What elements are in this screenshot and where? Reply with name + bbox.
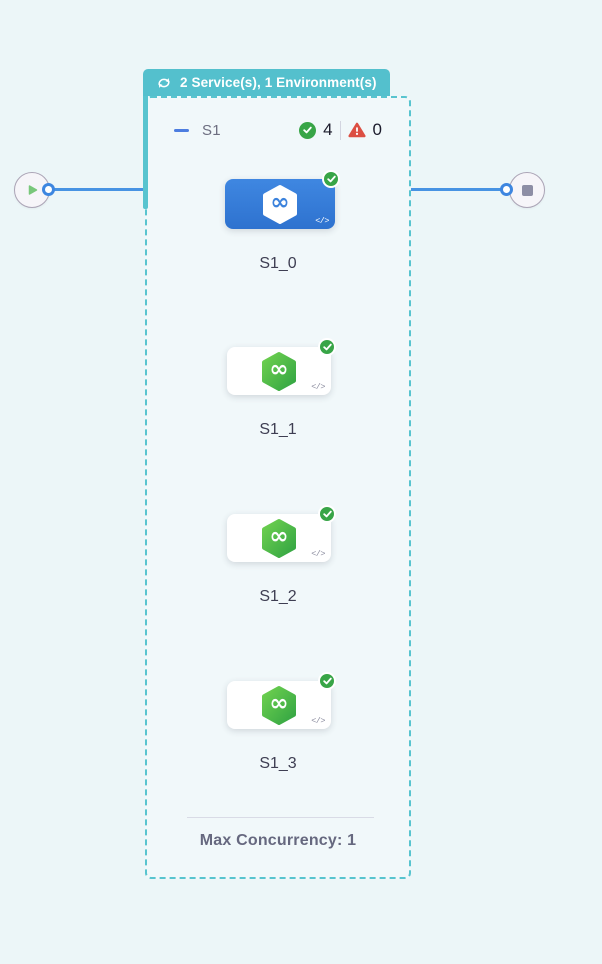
connector-port-right [500,183,513,196]
stat-divider [339,120,341,140]
node-label-s1-2: S1_2 [259,588,297,605]
warning-triangle-icon [347,122,366,138]
code-template-icon: </> [311,716,325,726]
success-count: 4 [323,120,333,139]
node-label-s1-1: S1_1 [259,421,297,438]
service-stats: 4 0 [299,120,382,140]
success-badge-icon [322,170,340,188]
node-group-s1-3: ∞ </> [227,672,336,729]
service-summary-row: S1 4 0 [145,112,411,148]
node-group-s1-1: ∞ </> [227,338,336,395]
max-concurrency-label: Max Concurrency: 1 [199,832,357,849]
hexagon-infinity-icon: ∞ [261,518,297,559]
node-group-s1-0: ∞ </> [225,170,340,229]
code-template-icon: </> [311,549,325,559]
node-card-s1-0[interactable]: ∞ </> [225,170,340,229]
end-node [509,172,545,208]
stage-header-badge[interactable]: 2 Service(s), 1 Environment(s) [143,69,390,96]
error-count: 0 [372,120,382,139]
code-template-icon: </> [311,382,325,392]
node-card-s1-3[interactable]: ∞ </> [227,672,336,729]
check-icon [299,121,317,139]
node-card-s1-2[interactable]: ∞ </> [227,505,336,562]
sync-loop-icon [156,76,172,90]
svg-text:∞: ∞ [269,523,288,549]
stage-accent-bar [143,96,148,209]
connector-line-right [411,188,502,191]
svg-text:∞: ∞ [269,690,288,716]
collapse-minus-icon[interactable] [174,128,189,132]
success-badge-icon [318,338,336,356]
stage-header-label: 2 Service(s), 1 Environment(s) [180,75,377,90]
play-icon [25,183,39,197]
svg-text:∞: ∞ [270,189,289,215]
success-badge-icon [318,672,336,690]
hexagon-infinity-icon: ∞ [262,184,298,225]
node-group-s1-2: ∞ </> [227,505,336,562]
stop-icon [521,184,533,196]
hexagon-infinity-icon: ∞ [261,351,297,392]
hexagon-infinity-icon: ∞ [261,685,297,726]
node-label-s1-0: S1_0 [259,255,297,272]
footer-divider [187,817,374,818]
node-label-s1-3: S1_3 [259,755,297,772]
connector-port-left [42,183,55,196]
svg-text:∞: ∞ [269,356,288,382]
node-card-s1-1[interactable]: ∞ </> [227,338,336,395]
service-name: S1 [202,121,221,139]
connector-line-left [50,188,145,191]
code-template-icon: </> [315,216,329,226]
success-badge-icon [318,505,336,523]
